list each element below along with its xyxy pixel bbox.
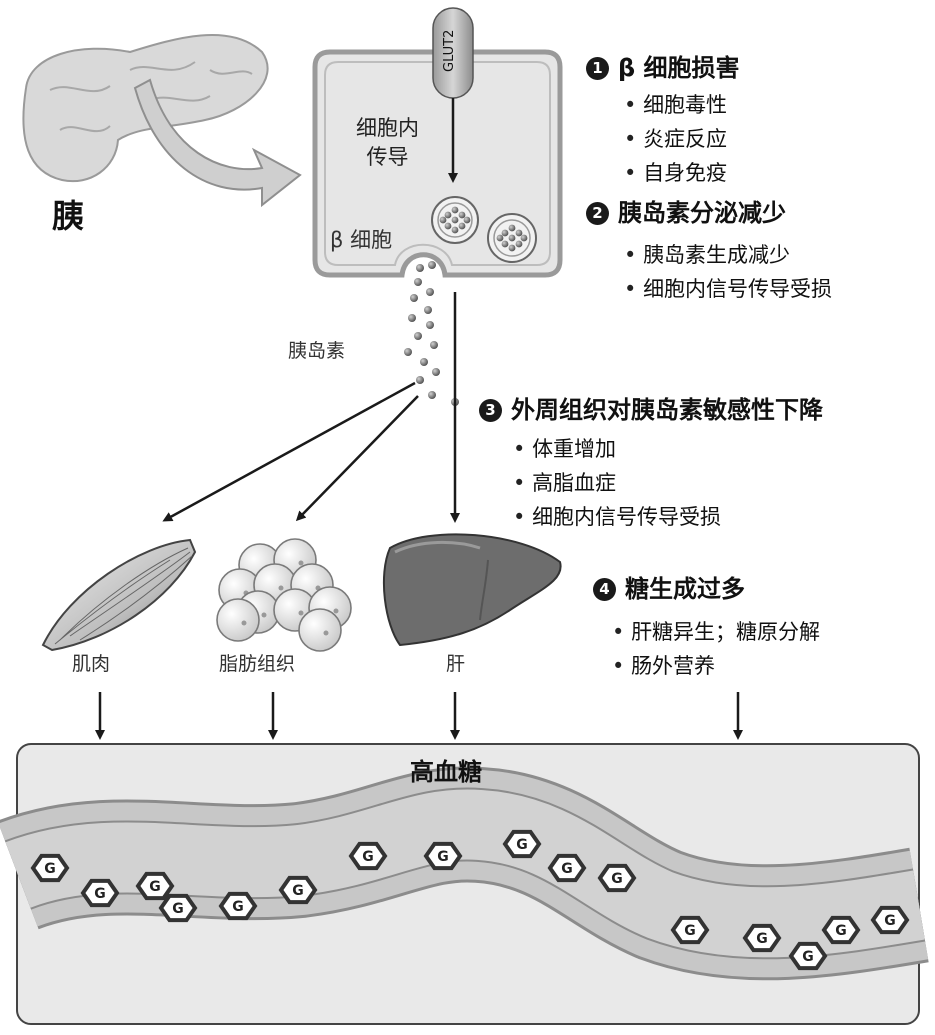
glucose-label: G	[149, 879, 161, 895]
list-item: 炎症反应	[624, 122, 727, 156]
glucose-molecule: G	[788, 941, 828, 971]
glucose-label: G	[362, 849, 374, 865]
insulin-dot	[420, 358, 428, 366]
factor-3-heading: 3 外周组织对胰岛素敏感性下降	[479, 398, 823, 422]
glucose-molecule: G	[547, 853, 587, 883]
fat-cell	[216, 598, 260, 642]
cell-signaling-label: 细胞内 传导	[356, 116, 419, 169]
glucose-molecule: G	[135, 871, 175, 901]
insulin-to-adipose-arrow	[295, 395, 419, 522]
list-item: 肠外营养	[612, 649, 820, 683]
list-item: 自身免疫	[624, 156, 727, 190]
adipose-illustration	[216, 538, 352, 652]
insulin-dot	[414, 278, 422, 286]
glucose-label: G	[835, 923, 847, 939]
insulin-dot	[428, 391, 436, 399]
glucose-molecule: G	[30, 853, 70, 883]
factor-2-number: 2	[586, 201, 609, 225]
glucose-molecule: G	[597, 863, 637, 893]
glucose-label: G	[44, 861, 56, 877]
factor-1-list: 细胞毒性 炎症反应 自身免疫	[624, 88, 727, 190]
glucose-label: G	[172, 901, 184, 917]
insulin-dot	[404, 348, 412, 356]
insulin-dot	[432, 368, 440, 376]
glucose-label: G	[756, 931, 768, 947]
factor-3-number: 3	[479, 398, 502, 422]
factor-4-title: 糖生成过多	[625, 575, 745, 603]
glucose-label: G	[292, 883, 304, 899]
insulin-dot	[430, 341, 438, 349]
beta-cell-label: β 细胞	[330, 228, 393, 252]
glucose-molecule: G	[670, 915, 710, 945]
factor-4-list: 肝糖异生；糖原分解 肠外营养	[612, 615, 820, 683]
factor-1-heading: 1 β 细胞损害	[586, 56, 740, 80]
glucose-label: G	[802, 949, 814, 965]
glucose-molecule: G	[742, 923, 782, 953]
liver-label: 肝	[446, 653, 466, 675]
list-item: 体重增加	[513, 432, 721, 466]
list-item: 细胞内信号传导受损	[513, 500, 721, 534]
blood-vessel	[0, 766, 929, 981]
factor-1-number: 1	[586, 56, 609, 80]
glucose-molecule: G	[278, 875, 318, 905]
factor-3-list: 体重增加 高脂血症 细胞内信号传导受损	[513, 432, 721, 534]
glucose-molecule: G	[821, 915, 861, 945]
glucose-molecule: G	[348, 841, 388, 871]
muscle-illustration	[41, 538, 197, 652]
factor-4-number: 4	[593, 577, 616, 601]
liver-illustration	[382, 533, 562, 647]
insulin-dot	[416, 264, 424, 272]
list-item: 肝糖异生；糖原分解	[612, 615, 820, 649]
insulin-dot	[424, 306, 432, 314]
glucose-molecule: G	[218, 891, 258, 921]
glucose-molecule: G	[158, 893, 198, 923]
glucose-label: G	[437, 849, 449, 865]
glucose-label: G	[94, 886, 106, 902]
glucose-label: G	[561, 861, 573, 877]
glut2-label: GLUT2	[442, 29, 457, 72]
insulin-dot	[410, 294, 418, 302]
pancreas-to-cell-arrow	[133, 78, 302, 208]
glucose-label: G	[516, 837, 528, 853]
insulin-granule	[487, 213, 537, 263]
insulin-to-muscle-arrow	[162, 381, 416, 522]
factor-1-title: β 细胞损害	[618, 54, 740, 82]
list-item: 高脂血症	[513, 466, 721, 500]
list-item: 胰岛素生成减少	[624, 238, 832, 272]
insulin-label: 胰岛素	[288, 340, 346, 362]
pancreas-label: 胰	[52, 197, 85, 235]
hyperglycemia-label: 高血糖	[410, 758, 482, 786]
insulin-dot	[414, 332, 422, 340]
fat-cell	[298, 608, 342, 652]
glucose-label: G	[232, 899, 244, 915]
factor-2-title: 胰岛素分泌减少	[618, 199, 786, 227]
adipose-label: 脂肪组织	[219, 653, 296, 675]
insulin-dot	[416, 376, 424, 384]
list-item: 细胞毒性	[624, 88, 727, 122]
glucose-label: G	[684, 923, 696, 939]
glucose-molecule: G	[870, 905, 910, 935]
list-item: 细胞内信号传导受损	[624, 272, 832, 306]
factor-4-heading: 4 糖生成过多	[593, 577, 745, 601]
glucose-label: G	[611, 871, 623, 887]
insulin-granules	[431, 196, 537, 263]
factor-2-list: 胰岛素生成减少 细胞内信号传导受损	[624, 238, 832, 306]
factor-2-heading: 2 胰岛素分泌减少	[586, 201, 786, 225]
glucose-molecule: G	[502, 829, 542, 859]
insulin-dot	[426, 321, 434, 329]
glucose-molecule: G	[80, 878, 120, 908]
factor-3-title: 外周组织对胰岛素敏感性下降	[511, 396, 823, 424]
insulin-granule	[431, 196, 479, 244]
insulin-dot	[426, 288, 434, 296]
muscle-label: 肌肉	[72, 653, 111, 675]
insulin-dot	[408, 314, 416, 322]
insulin-dot	[428, 261, 436, 269]
glucose-label: G	[884, 913, 896, 929]
glucose-molecule: G	[423, 841, 463, 871]
